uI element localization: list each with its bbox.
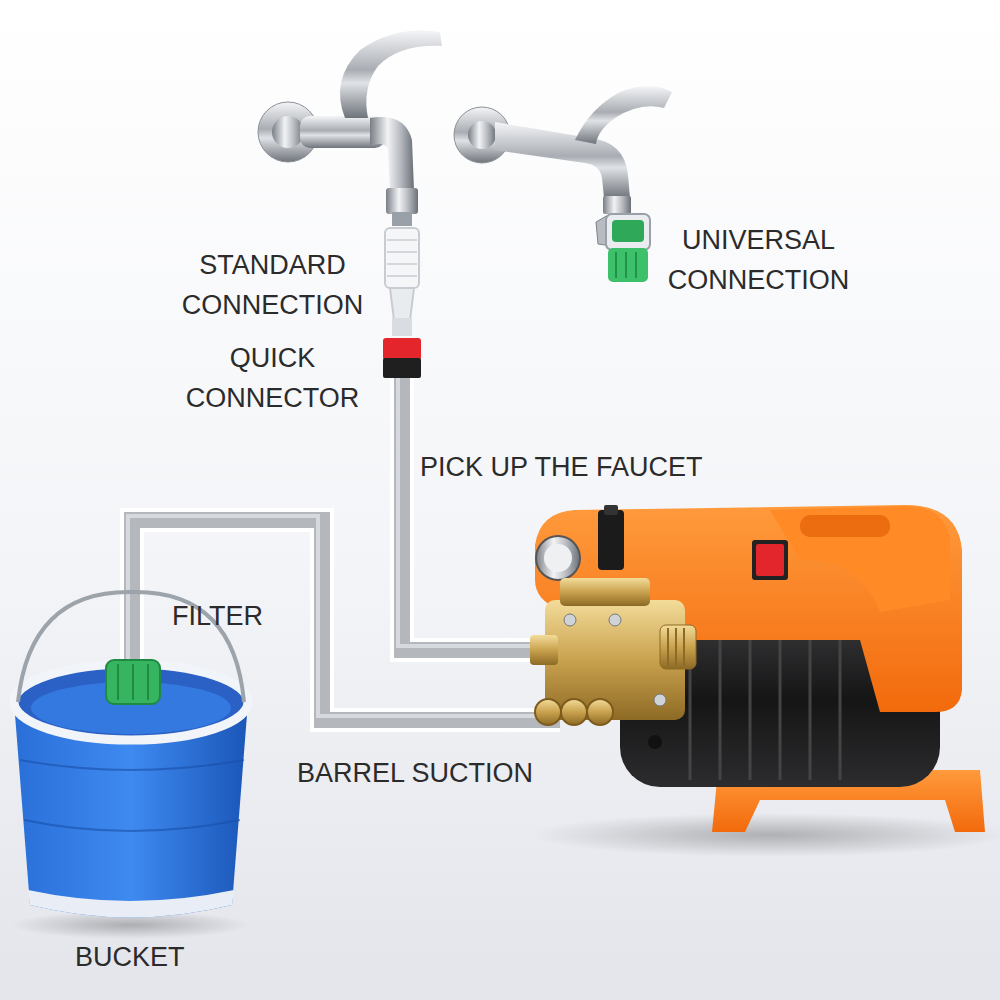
part-label: QUICK CONNECTOR	[170, 338, 375, 418]
part-label: FILTER	[172, 596, 263, 636]
part-label: STANDARD CONNECTION	[170, 245, 375, 325]
part-label: PICK UP THE FAUCET	[420, 447, 703, 487]
part-label: UNIVERSAL CONNECTION	[656, 220, 861, 300]
part-label: BUCKET	[75, 937, 185, 977]
part-label: BARREL SUCTION	[297, 753, 533, 793]
